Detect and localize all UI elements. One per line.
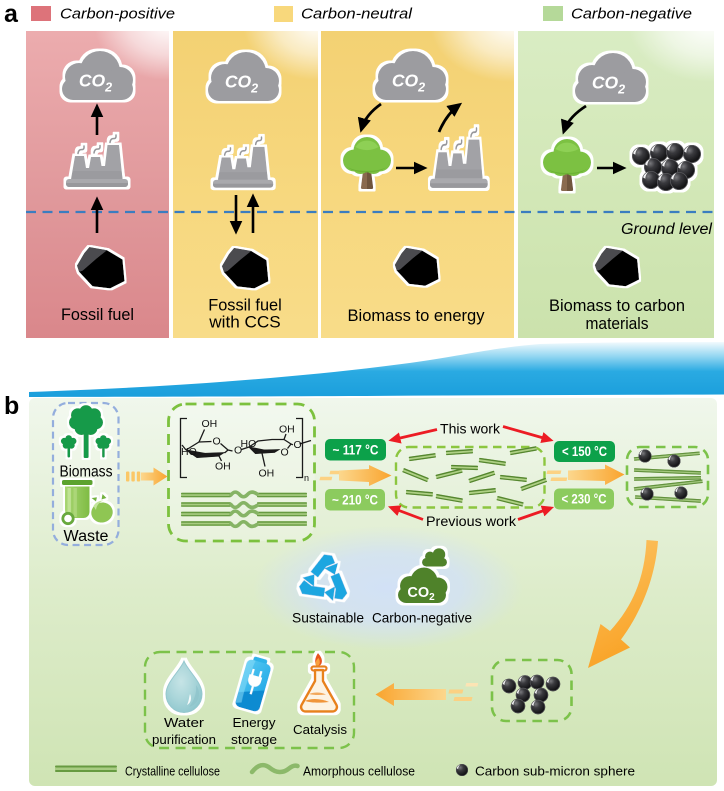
svg-text:OH: OH [279,424,295,436]
svg-text:n: n [304,473,309,483]
svg-text:Catalysis: Catalysis [293,722,347,737]
svg-text:Ground level: Ground level [621,221,713,238]
svg-text:Carbon-negative: Carbon-negative [571,6,692,23]
svg-text:purification: purification [152,732,216,747]
svg-text:HO: HO [181,446,197,458]
svg-text:Biomass to carbon: Biomass to carbon [549,296,685,315]
svg-text:with CCS: with CCS [208,313,281,332]
svg-text:OH: OH [202,418,218,430]
svg-text:Energy: Energy [233,715,277,730]
svg-text:O: O [213,436,221,448]
svg-text:Crystalline cellulose: Crystalline cellulose [125,764,220,779]
svg-text:Carbon-positive: Carbon-positive [60,6,175,23]
svg-text:O: O [281,447,289,459]
svg-text:Fossil fuel: Fossil fuel [61,305,134,324]
svg-text:< 230 °C: < 230 °C [562,492,607,507]
svg-text:This work: This work [440,421,501,437]
svg-text:Carbon-neutral: Carbon-neutral [301,6,413,23]
svg-text:Amorphous cellulose: Amorphous cellulose [303,764,415,779]
svg-text:Fossil fuel: Fossil fuel [208,296,282,315]
svg-text:~ 117 °C: ~ 117 °C [333,443,379,458]
svg-text:O: O [234,445,242,457]
svg-text:OH: OH [259,468,275,480]
svg-text:Biomass to energy: Biomass to energy [348,306,485,325]
svg-text:Waste: Waste [64,528,109,545]
svg-text:Previous work: Previous work [426,513,517,529]
svg-text:< 150 °C: < 150 °C [562,444,607,459]
svg-text:b: b [4,392,19,420]
svg-text:Carbon-negative: Carbon-negative [372,610,472,626]
svg-text:O: O [294,439,302,451]
svg-text:~ 210 °C: ~ 210 °C [332,493,378,508]
svg-text:Biomass: Biomass [60,464,113,481]
svg-text:Water: Water [164,715,205,730]
svg-text:a: a [4,0,19,28]
svg-text:Sustainable: Sustainable [292,610,364,626]
svg-text:materials: materials [586,314,649,333]
svg-text:storage: storage [231,732,277,747]
svg-text:CO2: CO2 [407,585,435,603]
svg-text:OH: OH [215,461,231,473]
svg-text:HO: HO [241,438,257,450]
svg-text:Carbon sub-micron sphere: Carbon sub-micron sphere [475,764,635,779]
